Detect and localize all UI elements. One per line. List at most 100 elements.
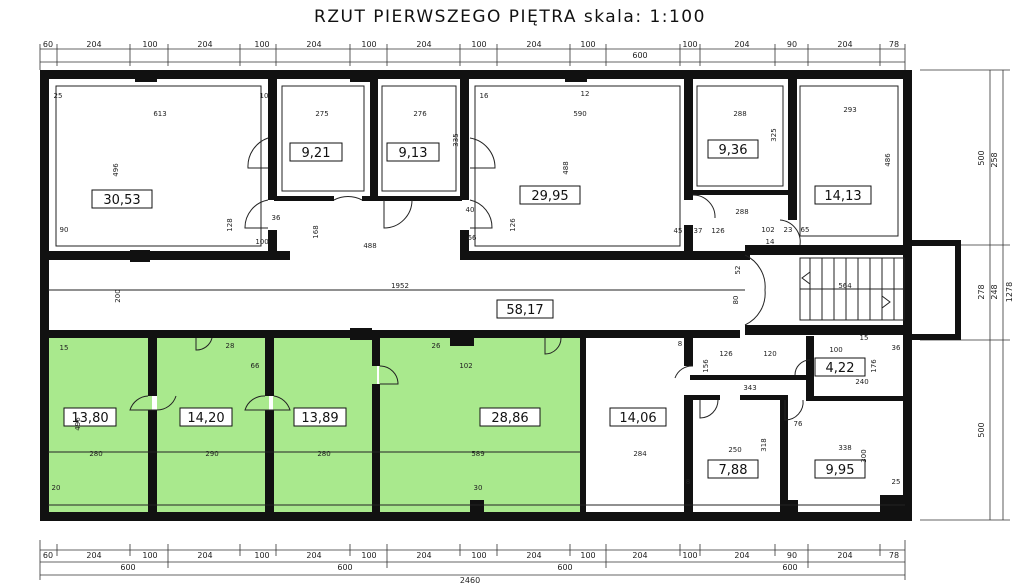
interior-dim: 496 [74, 417, 82, 431]
walls [40, 70, 961, 521]
dim-bottom-7: 100 [361, 551, 376, 560]
dim-top-10: 204 [526, 40, 541, 49]
dim-bottom-13: 90 [787, 551, 797, 560]
room-area-label: 9,13 [399, 146, 428, 161]
dim-bottom-11: 100 [580, 551, 595, 560]
dim-bottom-14: 204 [837, 551, 852, 560]
interior-dim: 100 [829, 346, 842, 354]
interior-dim: 280 [317, 450, 330, 458]
interior-dim: 156 [702, 359, 710, 373]
interior-dim: 280 [89, 450, 102, 458]
dim-top-2: 204 [86, 40, 101, 49]
interior-dim: 240 [855, 378, 868, 386]
interior-dim: 343 [743, 384, 756, 392]
dim-top-1: 60 [43, 40, 53, 49]
dim-right-total: 1278 [1005, 282, 1014, 302]
dim-bottom-15: 78 [889, 551, 899, 560]
right-dimension-chain: 500 278 500 1278 258 248 [920, 69, 1014, 521]
interior-dim: 14 [766, 238, 775, 246]
interior-dim: 276 [413, 110, 427, 118]
interior-dim: 300 [860, 449, 868, 462]
room-area-label: 14,20 [187, 411, 224, 426]
dim-top-14: 204 [837, 40, 852, 49]
interior-dim: 168 [312, 225, 320, 238]
dim-bottom-total-2: 600 [337, 563, 352, 572]
room-area-label: 4,22 [826, 361, 855, 376]
room-area-label: 14,06 [619, 411, 656, 426]
interior-dim: 1952 [391, 282, 409, 290]
dim-bottom-total-3: 600 [557, 563, 572, 572]
interior-dim: 8 [678, 340, 682, 348]
dim-top-total: 600 [632, 51, 647, 60]
interior-dim: 100 [255, 238, 268, 246]
interior-dim: 8 [686, 478, 690, 486]
interior-dim: 288 [735, 208, 748, 216]
interior-dim: 335 [452, 133, 460, 146]
room-area-label: 13,80 [71, 411, 108, 426]
dim-top-7: 100 [361, 40, 376, 49]
room-labels: 30,53 9,21 9,13 29,95 9,36 14,13 58,17 1… [63, 139, 872, 479]
dim-top-4: 204 [197, 40, 212, 49]
interior-dim: 488 [562, 161, 570, 174]
interior-dim: 613 [153, 110, 166, 118]
dim-right-small-2: 248 [990, 284, 999, 299]
interior-dim: 65 [801, 226, 810, 234]
interior-dim: 564 [838, 282, 852, 290]
dim-top-13: 90 [787, 40, 797, 49]
dim-bottom-4: 204 [197, 551, 212, 560]
interior-dim: 284 [633, 450, 647, 458]
interior-dim: 45 [674, 227, 683, 235]
dim-right-3: 500 [977, 422, 986, 437]
interior-dim: 20 [52, 484, 61, 492]
room-area-label: 13,89 [301, 411, 338, 426]
dim-bottom-12: 204 [734, 551, 749, 560]
dim-overall: 2460 [460, 576, 480, 585]
interior-dim: 52 [734, 266, 742, 275]
interior-dim: 318 [760, 438, 768, 451]
plan-title: RZUT PIERWSZEGO PIĘTRA skala: 1:100 [314, 7, 706, 27]
interior-dimensions: 613 275 276 590 288 293 496 335 488 325 … [52, 90, 901, 492]
interior-dim: 288 [733, 110, 746, 118]
room-area-label: 9,95 [826, 463, 855, 478]
dim-top-16: 100 [682, 40, 697, 49]
dim-top-5: 100 [254, 40, 269, 49]
dim-right-1: 500 [977, 150, 986, 165]
interior-dim: 589 [471, 450, 484, 458]
interior-dim: 126 [509, 218, 517, 232]
interior-dim: 126 [711, 227, 725, 235]
dim-top-15: 78 [889, 40, 899, 49]
interior-dim: 250 [728, 446, 741, 454]
interior-dim: 486 [884, 153, 892, 167]
thin-lines [48, 85, 905, 506]
interior-dim: 293 [843, 106, 856, 114]
dim-bottom-2: 204 [86, 551, 101, 560]
dim-bottom-3: 100 [142, 551, 157, 560]
interior-dim: 176 [870, 359, 878, 373]
interior-dim: 66 [468, 234, 477, 242]
interior-dim: 325 [770, 128, 778, 141]
interior-dim: 488 [363, 242, 376, 250]
interior-dim: 76 [794, 420, 803, 428]
dim-top-6: 204 [306, 40, 321, 49]
bottom-dimension-chain: 60 204 100 204 100 204 100 204 100 204 1… [39, 540, 906, 585]
dim-bottom-1: 60 [43, 551, 53, 560]
dim-top-9: 100 [471, 40, 486, 49]
dim-bottom-total-1: 600 [120, 563, 135, 572]
interior-dim: 290 [205, 450, 218, 458]
interior-dim: 36 [892, 344, 901, 352]
interior-dim: 102 [459, 362, 472, 370]
interior-dim: 80 [732, 296, 740, 305]
interior-dim: 66 [251, 362, 260, 370]
room-area-label: 28,86 [491, 411, 528, 426]
interior-dim: 496 [112, 163, 120, 177]
interior-dim: 28 [226, 342, 235, 350]
interior-dim: 275 [315, 110, 328, 118]
room-area-label: 9,36 [719, 143, 748, 158]
room-area-label: 14,13 [824, 189, 861, 204]
interior-dim: 200 [114, 289, 122, 302]
interior-dim: 37 [694, 227, 703, 235]
interior-dim: 338 [838, 444, 851, 452]
interior-dim: 25 [54, 92, 63, 100]
dim-top-12: 204 [734, 40, 749, 49]
